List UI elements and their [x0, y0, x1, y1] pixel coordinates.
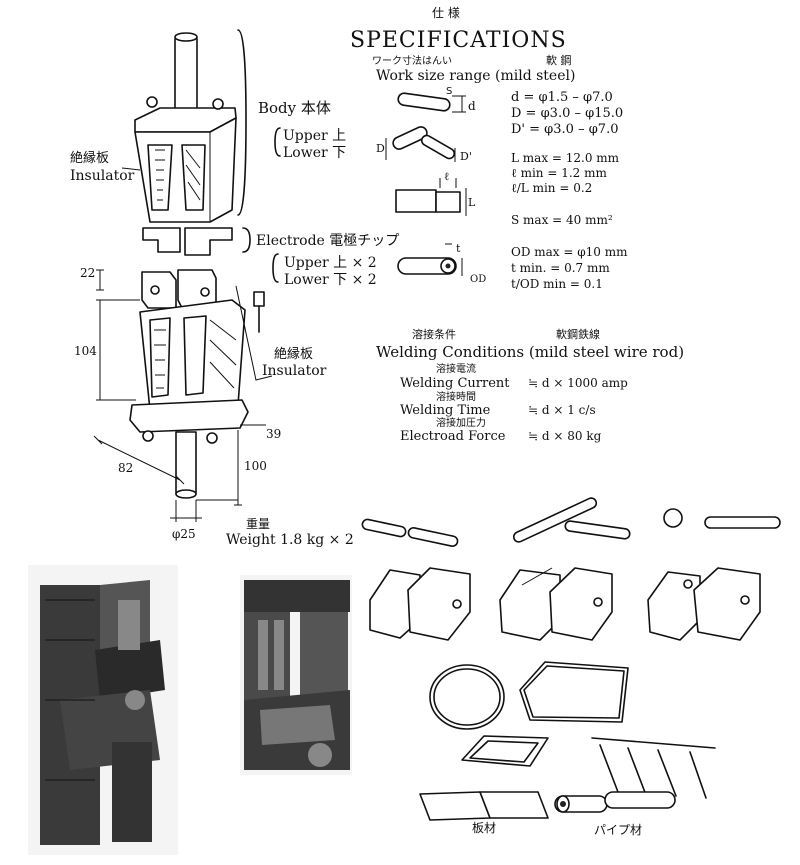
machine-photo-large	[28, 565, 178, 855]
dimension-22-line	[96, 269, 104, 291]
spec-lmin: ℓ min = 1.2 mm	[511, 166, 607, 180]
welding-time-value: ≒ d × 1 c/s	[528, 403, 596, 417]
electrode-lower-label: Lower 下 × 2	[284, 272, 377, 288]
weight-jp-label: 重量	[246, 517, 270, 531]
lower-body-base-plate	[129, 399, 249, 433]
rod-label-D: D	[376, 142, 385, 155]
rod-label-d: d	[468, 99, 476, 113]
spec-rod-Dp: D' = φ3.0 – φ7.0	[511, 122, 618, 137]
dimension-82-line	[93, 435, 185, 485]
welding-current-value: ≒ d × 1000 amp	[528, 376, 628, 390]
welding-time-label: Welding Time	[400, 403, 491, 418]
weight-label: Weight 1.8 kg × 2	[226, 532, 354, 548]
upper-shaft	[174, 34, 198, 116]
dimension-82: 82	[118, 461, 133, 475]
electrode-force-value: ≒ d × 80 kg	[528, 429, 602, 443]
spec-title-jp: 仕 様	[432, 6, 460, 20]
spec-lmax: L max = 12.0 mm	[511, 151, 620, 165]
welding-current-label: Welding Current	[400, 376, 510, 391]
dimension-22: 22	[80, 266, 95, 280]
pipe-sample-label: パイプ材	[594, 823, 642, 837]
dimension-25-line	[170, 500, 202, 522]
spec-title: SPECIFICATIONS	[350, 28, 567, 53]
electrode-upper-label: Upper 上 × 2	[284, 255, 377, 271]
spec-tmin: t min. = 0.7 mm	[511, 261, 610, 275]
dimension-100-line	[196, 430, 242, 506]
spec-rod-d: d = φ1.5 – φ7.0	[511, 90, 613, 105]
machine-photo-closeup	[240, 575, 352, 775]
insulator2-label: Insulator	[262, 363, 327, 379]
welding-head-drawing	[93, 29, 281, 522]
dimension-104: 104	[74, 344, 97, 358]
rod-label-l: ℓ	[444, 170, 449, 183]
plate-sample-label: 板材	[472, 821, 496, 835]
lower-shaft	[175, 431, 197, 495]
welding-time-jp: 溶接時間	[436, 390, 476, 403]
pipe-label-t: t	[456, 242, 461, 255]
welding-title: Welding Conditions (mild steel wire rod)	[376, 343, 684, 361]
work-size-jp: ワーク寸法はんい	[372, 54, 452, 67]
spec-tod: t/OD min = 0.1	[511, 277, 603, 291]
spec-rod-D: D = φ3.0 – φ15.0	[511, 106, 623, 121]
mild-steel-jp: 軟 鋼	[546, 53, 572, 67]
rod-label-s: S	[446, 86, 452, 97]
welding-title-jp: 溶接条件	[412, 327, 456, 341]
body-lower-label: Lower 下	[283, 145, 346, 161]
body-brace	[237, 29, 247, 216]
welding-material-jp: 軟鋼鉄線	[556, 327, 600, 341]
dimension-104-line	[96, 299, 140, 401]
spec-lL: ℓ/L min = 0.2	[511, 181, 592, 195]
electrode-force-label: Electroad Force	[400, 429, 506, 444]
insulator-label: Insulator	[70, 168, 135, 184]
rod-diagrams	[385, 92, 467, 276]
dimension-100: 100	[244, 459, 267, 473]
work-size-label: Work size range (mild steel)	[376, 68, 575, 84]
sample-sketches	[361, 497, 781, 821]
electrode-force-jp: 溶接加圧力	[436, 416, 486, 429]
electrode-brace	[242, 227, 251, 253]
dimension-25: φ25	[172, 527, 196, 541]
insulator-jp-label: 絶縁板	[70, 150, 109, 166]
upper-electrode-tip-left	[142, 227, 181, 253]
rod-label-L: L	[468, 196, 476, 209]
upper-electrode-tip-right	[184, 227, 233, 256]
body-label: Body 本体	[258, 99, 331, 117]
pipe-label-OD: OD	[470, 274, 486, 285]
spec-smax: S max = 40 mm²	[511, 213, 613, 227]
rod-label-Dp: D'	[460, 150, 472, 163]
dimension-39: 39	[266, 427, 281, 441]
welding-current-jp: 溶接電流	[436, 362, 476, 375]
body-upper-label: Upper 上	[283, 128, 346, 144]
spec-odmax: OD max = φ10 mm	[511, 245, 628, 259]
electrode-label: Electrode 電極チップ	[256, 233, 399, 249]
insulator2-jp-label: 絶縁板	[274, 346, 313, 362]
